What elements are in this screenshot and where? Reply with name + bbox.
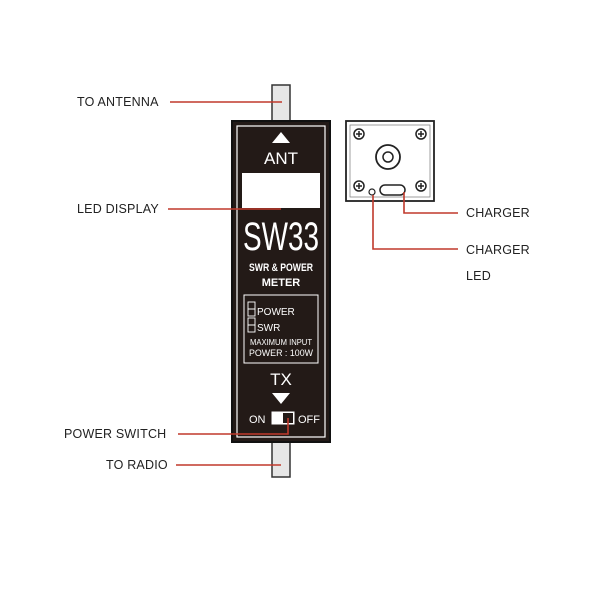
ant-label: ANT <box>264 149 298 168</box>
switch-off-label: OFF <box>298 414 320 426</box>
leader-lines <box>168 101 458 466</box>
subtitle-line2: METER <box>262 277 301 289</box>
label-led-display: LED DISPLAY <box>77 202 159 216</box>
label-to-antenna: TO ANTENNA <box>77 95 159 109</box>
swr-indicator-led <box>247 324 256 333</box>
swr-mode-label: SWR <box>257 323 280 334</box>
charger-led <box>368 188 376 196</box>
charger-port <box>379 184 406 196</box>
switch-on-label: ON <box>249 414 266 426</box>
antenna-connector <box>271 84 291 124</box>
screw-icon <box>415 180 427 192</box>
radio-connector <box>271 438 291 478</box>
label-charger: CHARGER <box>466 206 530 220</box>
power-indicator-led <box>247 308 256 317</box>
leader-power-switch <box>178 418 289 435</box>
subtitle-line1: SWR & POWER <box>249 262 313 274</box>
down-arrow-icon <box>272 393 290 404</box>
up-arrow-icon <box>272 132 290 143</box>
leader-charger <box>403 192 458 214</box>
screw-icon <box>415 128 427 140</box>
coax-jack-icon <box>375 144 401 170</box>
max-input-line2: POWER : 100W <box>249 348 313 358</box>
charger-panel-inner <box>349 124 431 198</box>
info-panel <box>243 294 319 364</box>
led-display <box>242 173 320 208</box>
screw-icon <box>353 180 365 192</box>
model-name: SW33 <box>243 215 319 259</box>
label-charger-led-line1: CHARGER <box>466 243 530 257</box>
max-input-line1: MAXIMUM INPUT <box>250 338 312 347</box>
leader-charger-led <box>372 195 458 250</box>
label-power-switch: POWER SWITCH <box>64 427 166 441</box>
screw-icon <box>353 128 365 140</box>
label-to-radio: TO RADIO <box>106 458 168 472</box>
label-charger-led-line2: LED <box>466 269 491 283</box>
tx-label: TX <box>270 370 292 389</box>
power-mode-label: POWER <box>257 307 295 318</box>
device-inner-border <box>236 125 326 438</box>
